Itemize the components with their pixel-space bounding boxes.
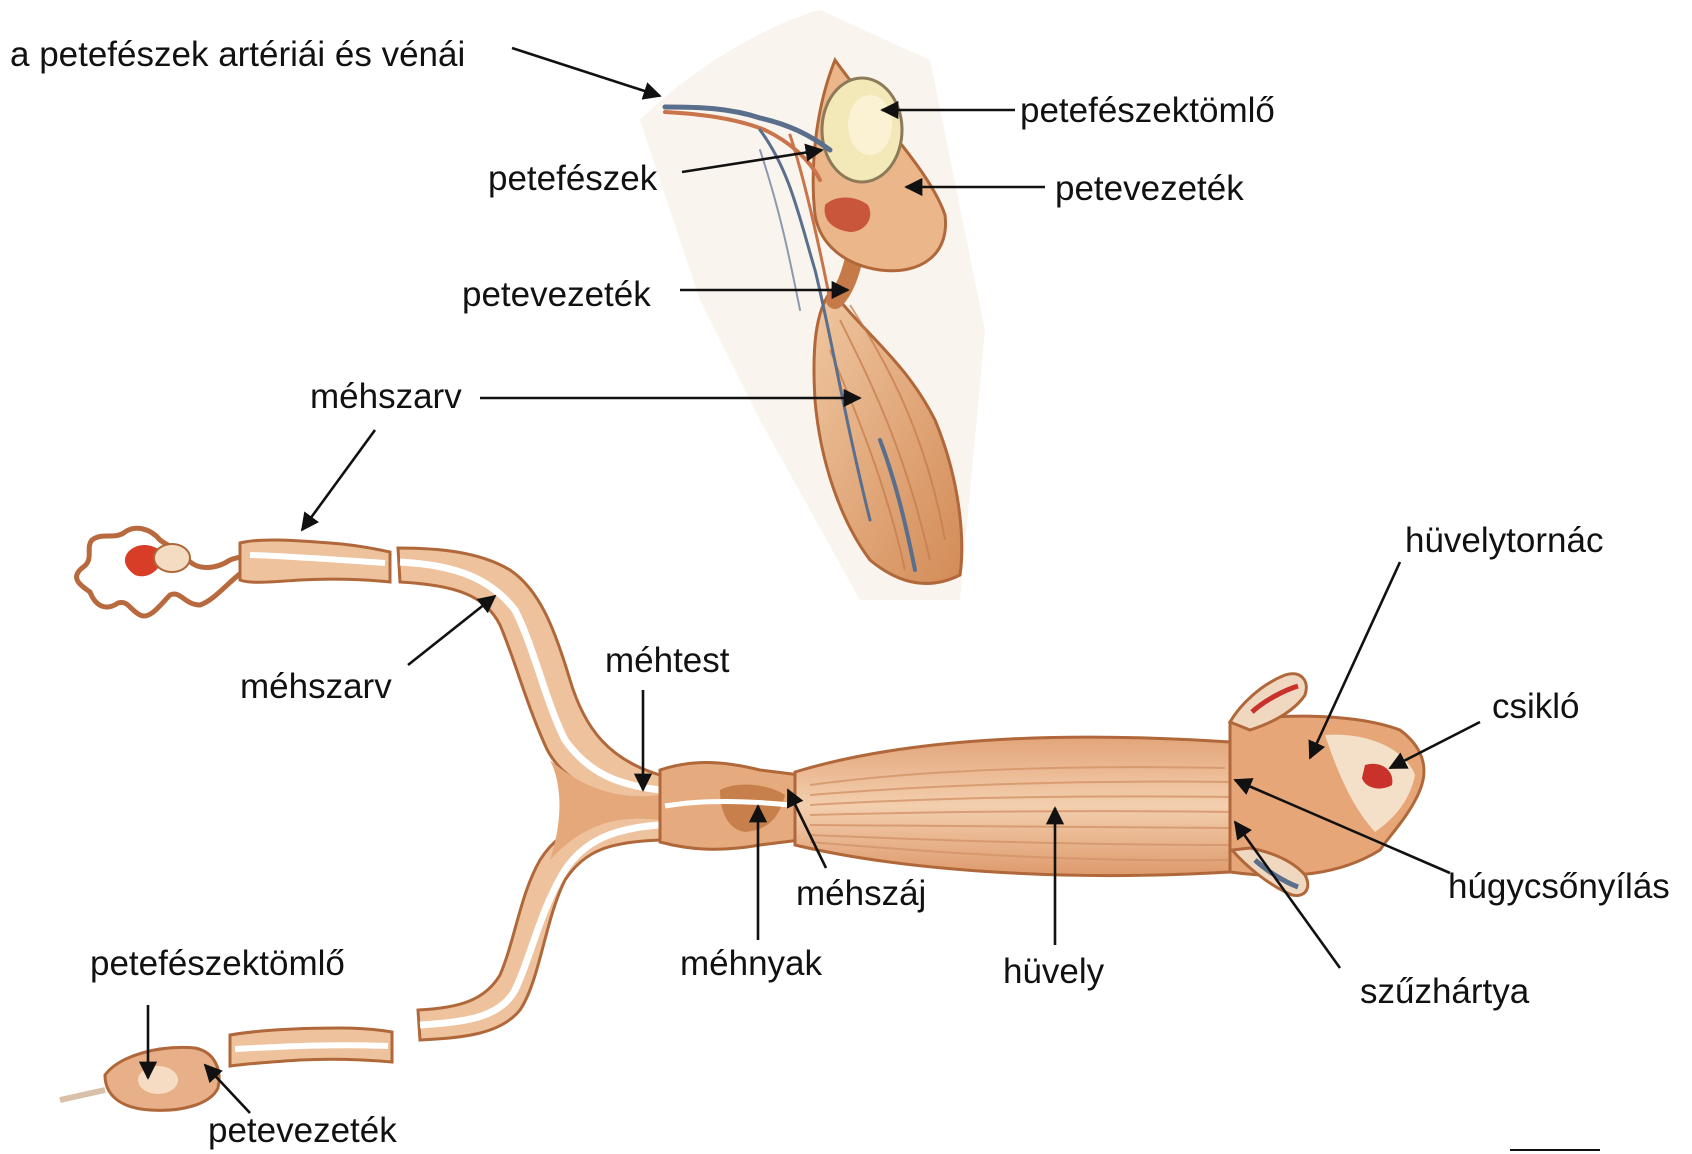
label-oviduct-top-left: petevezeték <box>462 275 651 314</box>
label-hymen: szűzhártya <box>1360 972 1530 1011</box>
ovary-highlight <box>848 95 892 155</box>
label-ovary-vessels: a petefészek artériái és vénái <box>10 35 465 74</box>
full-tract-illustration <box>60 528 1424 1110</box>
label-cervix: méhnyak <box>680 944 823 983</box>
label-oviduct-bottom: petevezeték <box>208 1111 397 1150</box>
lower-left-ovary-bulb <box>138 1066 178 1094</box>
label-vestibule: hüvelytornác <box>1405 521 1603 560</box>
label-vagina: hüvely <box>1003 952 1105 991</box>
pointer-uterine-horn-mid <box>408 596 495 665</box>
label-uterine-horn-top: méhszarv <box>310 377 462 416</box>
label-oviduct-top-right: petevezeték <box>1055 169 1244 208</box>
pointer-uterine-horn-upper <box>302 430 375 530</box>
lower-horn-lumen <box>420 825 660 1025</box>
label-ovarian-bursa-bottom: petefészektömlő <box>90 944 345 983</box>
label-ovarian-bursa-top: petefészektömlő <box>1020 91 1275 130</box>
vagina-shape <box>795 737 1240 875</box>
label-urethral-opening: húgycsőnyílás <box>1448 867 1670 906</box>
label-cervix-opening: méhszáj <box>796 874 926 913</box>
label-clitoris: csikló <box>1492 687 1580 726</box>
label-uterine-body: méhtest <box>605 641 730 680</box>
pointer-ovary-vessels <box>512 48 660 96</box>
ovary-detail-illustration <box>640 10 985 600</box>
upper-left-ovary-group <box>77 528 260 616</box>
lower-left-ligament <box>60 1090 105 1100</box>
label-ovary: petefészek <box>488 159 658 198</box>
upper-left-ovary-bulb <box>154 544 190 572</box>
label-uterine-horn-mid: méhszarv <box>240 667 392 706</box>
